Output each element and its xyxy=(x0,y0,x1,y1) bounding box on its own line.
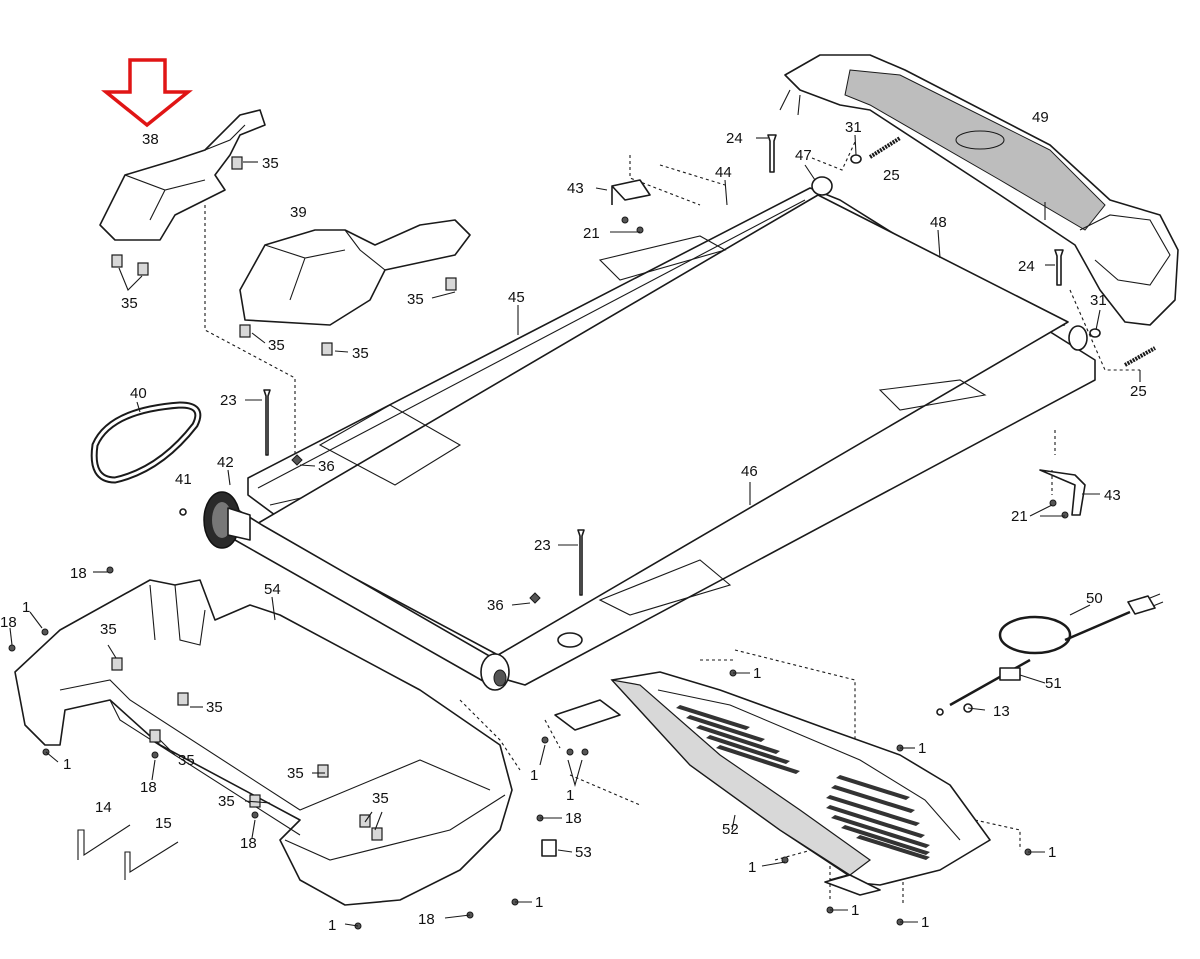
part-label: 43 xyxy=(1104,487,1121,504)
part-label: 14 xyxy=(95,799,112,816)
hardware-fasteners xyxy=(8,134,1156,930)
part-label: 35 xyxy=(287,765,304,782)
part-label: 1 xyxy=(328,917,336,934)
base-hood-part-54 xyxy=(14,579,513,906)
part-label: 35 xyxy=(218,793,235,810)
part-label: 35 xyxy=(407,291,424,308)
assembly-dashed-lines xyxy=(204,141,1140,905)
part-label: 1 xyxy=(530,767,538,784)
part-label: 36 xyxy=(318,458,335,475)
part-label: 48 xyxy=(930,214,947,231)
part-label: 23 xyxy=(534,537,551,554)
part-label: 41 xyxy=(175,471,192,488)
part-label: 45 xyxy=(508,289,525,306)
part-label: 13 xyxy=(993,703,1010,720)
part-label: 15 xyxy=(155,815,172,832)
part-label: 1 xyxy=(748,859,756,876)
part-label: 35 xyxy=(372,790,389,807)
part-label: 39 xyxy=(290,204,307,221)
part-label: 35 xyxy=(268,337,285,354)
part-label: 1 xyxy=(22,599,30,616)
part-label: 18 xyxy=(0,614,17,631)
part-label: 43 xyxy=(567,180,584,197)
part-label: 52 xyxy=(722,821,739,838)
part-label: 1 xyxy=(851,902,859,919)
part-label: 36 xyxy=(487,597,504,614)
part-label: 35 xyxy=(121,295,138,312)
part-label: 31 xyxy=(845,119,862,136)
power-cord-part-50 xyxy=(936,593,1164,716)
part-label: 24 xyxy=(1018,258,1035,275)
part-label: 40 xyxy=(130,385,147,402)
grille-part-52 xyxy=(554,671,991,896)
part-label: 18 xyxy=(140,779,157,796)
drive-belt-part-40 xyxy=(90,401,202,484)
part-label: 1 xyxy=(1048,844,1056,861)
part-label: 18 xyxy=(565,810,582,827)
part-label: 31 xyxy=(1090,292,1107,309)
part-label: 47 xyxy=(795,147,812,164)
side-cover-part-38 xyxy=(99,109,266,276)
label-leaders xyxy=(9,134,1141,927)
part-label: 35 xyxy=(262,155,279,172)
part-label: 1 xyxy=(918,740,926,757)
part-label: 38 xyxy=(142,131,159,148)
part-label: 35 xyxy=(206,699,223,716)
motor-hood-part-49 xyxy=(779,54,1179,326)
part-label: 1 xyxy=(63,756,71,773)
part-label: 24 xyxy=(726,130,743,147)
part-number-labels: 38 35 35 39 35 35 35 40 23 36 41 42 43 2… xyxy=(0,109,1147,934)
part-label: 46 xyxy=(741,463,758,480)
grille-vents xyxy=(676,705,930,860)
part-label: 53 xyxy=(575,844,592,861)
part-label: 25 xyxy=(883,167,900,184)
part-label: 21 xyxy=(583,225,600,242)
highlight-arrow xyxy=(101,58,193,128)
part-label: 23 xyxy=(220,392,237,409)
deck-and-belt-part-48 xyxy=(229,176,1096,691)
part-label: 1 xyxy=(535,894,543,911)
part-label: 18 xyxy=(240,835,257,852)
part-label: 49 xyxy=(1032,109,1049,126)
part-label: 18 xyxy=(418,911,435,928)
part-label: 51 xyxy=(1045,675,1062,692)
part-label: 42 xyxy=(217,454,234,471)
part-label: 1 xyxy=(753,665,761,682)
part-label: 50 xyxy=(1086,590,1103,607)
part-label: 35 xyxy=(352,345,369,362)
part-label: 21 xyxy=(1011,508,1028,525)
part-label: 44 xyxy=(715,164,732,181)
part-label: 1 xyxy=(921,914,929,931)
part-label: 54 xyxy=(264,581,281,598)
part-label: 25 xyxy=(1130,383,1147,400)
side-cover-part-39 xyxy=(239,219,471,356)
part-label: 35 xyxy=(178,752,195,769)
pulley-part-42 xyxy=(203,491,251,549)
part-label: 1 xyxy=(566,787,574,804)
part-label: 18 xyxy=(70,565,87,582)
part-label: 35 xyxy=(100,621,117,638)
